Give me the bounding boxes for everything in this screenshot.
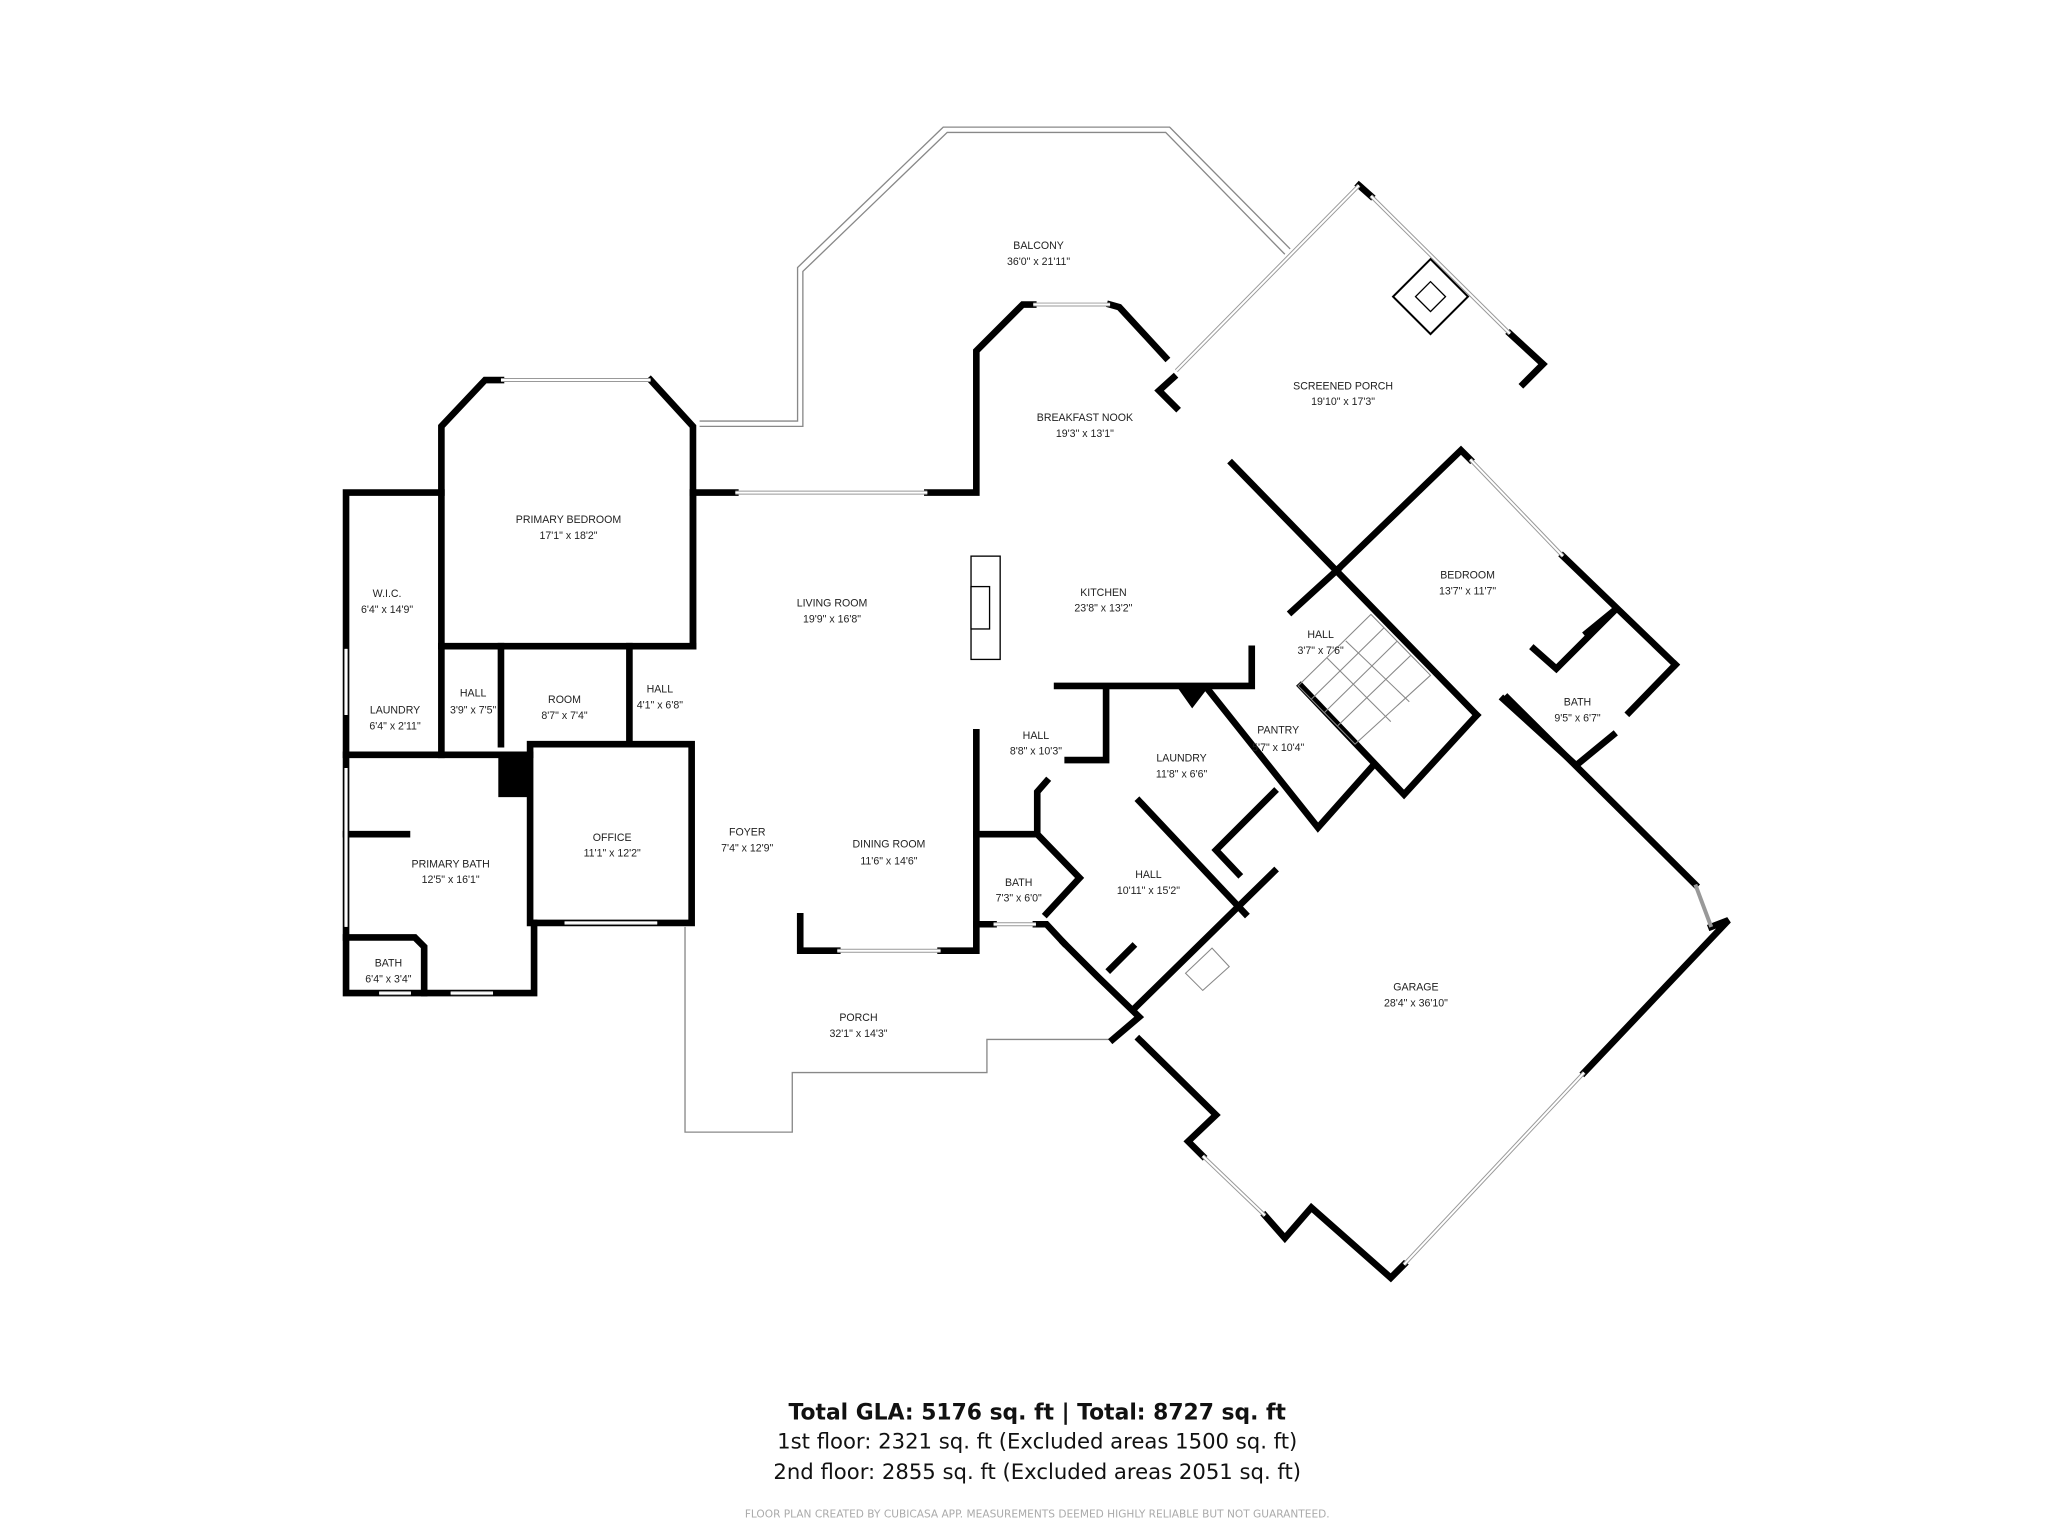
- second-floor-area: 2nd floor: 2855 sq. ft (Excluded areas 2…: [773, 1459, 1301, 1484]
- room-dims: 19'10" x 17'3": [1311, 396, 1375, 408]
- room-label-balcony: BALCONY: [1013, 240, 1064, 252]
- room-label-porch: PORCH: [839, 1012, 877, 1024]
- room-label-bedroom: BEDROOM: [1440, 570, 1495, 582]
- room-dims: 19'3" x 13'1": [1056, 428, 1114, 440]
- room-label-laundry: LAUNDRY: [370, 705, 420, 717]
- balcony-outline: [699, 131, 1286, 428]
- room-dims: 32'1" x 14'3": [829, 1028, 887, 1040]
- room-dims: 8'8" x 10'3": [1010, 746, 1062, 758]
- room-label-kitchen: KITCHEN: [1080, 587, 1126, 599]
- room-dims: 13'7" x 11'7": [1439, 586, 1496, 598]
- room-label-breakfast-nook: BREAKFAST NOOK: [1037, 412, 1133, 424]
- room-label-hall: HALL: [1135, 869, 1162, 881]
- room-label-primary-bedroom: PRIMARY BEDROOM: [516, 514, 621, 526]
- room-dims: 6'4" x 14'9": [361, 604, 413, 616]
- area-summary: Total GLA: 5176 sq. ft | Total: 8727 sq.…: [745, 1400, 1330, 1520]
- room-label-wic: W.I.C.: [373, 588, 402, 600]
- room-label-screened-porch: SCREENED PORCH: [1293, 380, 1393, 392]
- room-dims: 6'4" x 3'4": [365, 974, 411, 986]
- room-label-living-room: LIVING ROOM: [797, 597, 868, 609]
- room-dims: 36'0" x 21'11": [1007, 256, 1070, 268]
- room-dims: 11'1" x 12'2": [584, 848, 641, 860]
- column: [498, 754, 531, 798]
- room-dims: 19'9" x 16'8": [803, 613, 861, 625]
- room-dims: 17'1" x 18'2": [539, 530, 597, 542]
- walls: [342, 180, 1731, 1283]
- room-dims: 5'7" x 10'4": [1252, 742, 1304, 754]
- first-floor-area: 1st floor: 2321 sq. ft (Excluded areas 1…: [777, 1429, 1297, 1454]
- room-dims: 7'3" x 6'0": [996, 893, 1042, 905]
- windows: [344, 183, 1714, 1266]
- exterior-outlines: [684, 126, 1291, 1133]
- room-dims: 7'4" x 12'9": [721, 842, 773, 854]
- room-label-hall: HALL: [1307, 629, 1334, 641]
- room-dims: 6'4" x 2'11": [369, 721, 421, 733]
- total-area: Total GLA: 5176 sq. ft | Total: 8727 sq.…: [789, 1400, 1286, 1425]
- disclaimer: FLOOR PLAN CREATED BY CUBICASA APP. MEAS…: [745, 1508, 1330, 1520]
- stairs-icon: [1184, 613, 1432, 992]
- room-label-room: ROOM: [548, 694, 581, 706]
- room-dims: 12'5" x 16'1": [422, 874, 480, 886]
- room-label-hall: HALL: [460, 687, 487, 699]
- room-dims: 3'7" x 7'6": [1297, 645, 1343, 657]
- room-dims: 28'4" x 36'10": [1384, 997, 1448, 1009]
- room-labels: BALCONY 36'0" x 21'11" SCREENED PORCH 19…: [361, 240, 1601, 1040]
- room-label-pantry: PANTRY: [1257, 725, 1299, 737]
- room-dims: 11'6" x 14'6": [860, 856, 917, 868]
- room-label-bath: BATH: [375, 958, 402, 970]
- room-label-foyer: FOYER: [729, 827, 766, 839]
- room-dims: 11'8" x 6'6": [1156, 768, 1208, 780]
- porch-outline: [684, 926, 1113, 1133]
- room-label-primary-bath: PRIMARY BATH: [412, 858, 490, 870]
- room-dims: 3'9" x 7'5": [450, 705, 496, 717]
- room-dims: 10'11" x 15'2": [1117, 885, 1180, 897]
- room-label-dining-room: DINING ROOM: [853, 838, 926, 850]
- room-label-hall: HALL: [647, 684, 674, 696]
- room-label-bath: BATH: [1005, 877, 1032, 889]
- room-dims: 8'7" x 7'4": [541, 710, 587, 722]
- room-label-hall: HALL: [1023, 730, 1050, 742]
- room-label-office: OFFICE: [593, 832, 632, 844]
- fireplace-icon: [970, 257, 1470, 661]
- room-dims: 9'5" x 6'7": [1554, 713, 1600, 725]
- room-dims: 23'8" x 13'2": [1074, 603, 1132, 615]
- room-label-garage: GARAGE: [1393, 981, 1438, 993]
- room-dims: 4'1" x 6'8": [637, 699, 683, 711]
- room-label-laundry: LAUNDRY: [1156, 752, 1206, 764]
- room-label-bath: BATH: [1564, 697, 1591, 709]
